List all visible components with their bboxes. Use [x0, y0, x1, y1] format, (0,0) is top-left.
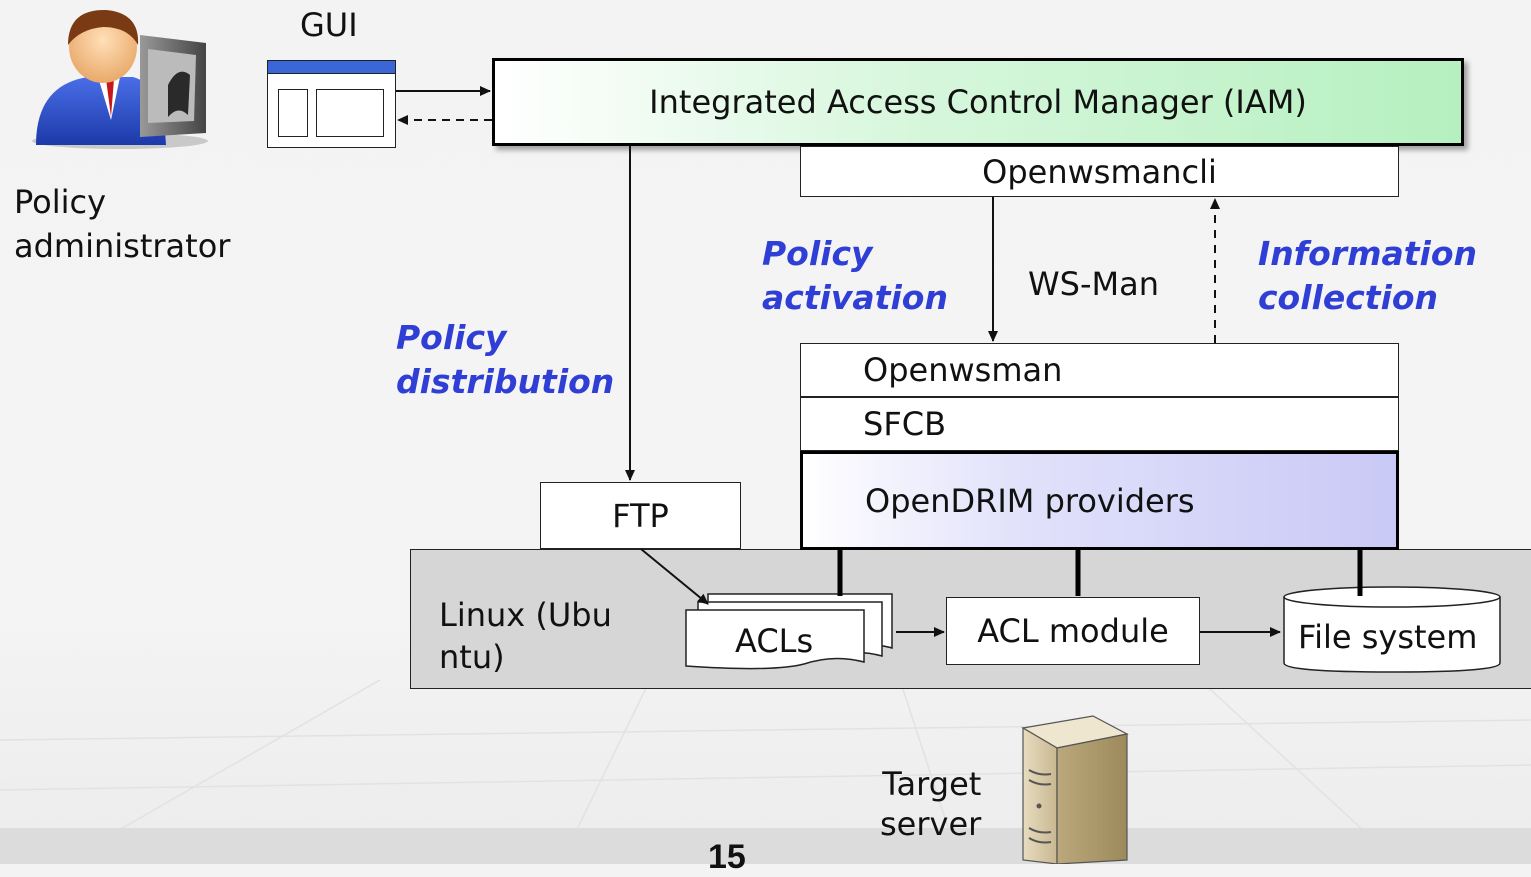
policy-activation-line2: activation: [762, 278, 948, 317]
policy-distribution-line2: distribution: [396, 362, 615, 401]
target-server-line1: Target: [882, 765, 982, 803]
acl-module-label: ACL module: [977, 612, 1169, 650]
linux-label: Linux (Ubu ntu): [439, 594, 612, 678]
ftp-to-acls-arrow: [640, 548, 709, 605]
page-number: 15: [708, 838, 746, 876]
sfcb-box: SFCB: [800, 397, 1399, 451]
policy-distribution-label: Policy distribution: [396, 316, 614, 404]
openwsman-box: Openwsman: [800, 343, 1399, 397]
acls-label: ACLs: [735, 622, 814, 660]
target-server-label: Target server: [880, 764, 981, 844]
footer-band: [0, 828, 1531, 864]
acl-module-box: ACL module: [946, 597, 1200, 665]
acls-documents-icon: [685, 593, 893, 670]
linux-label-line2: ntu): [439, 638, 505, 676]
ftp-box: FTP: [540, 482, 741, 549]
gui-label: GUI: [300, 6, 358, 44]
iam-label: Integrated Access Control Manager (IAM): [649, 83, 1307, 121]
administrator-label: Policy administrator: [14, 180, 230, 268]
openwsmancli-label: Openwsmancli: [982, 152, 1217, 191]
iam-box: Integrated Access Control Manager (IAM): [492, 58, 1464, 146]
administrator-label-line2: administrator: [14, 227, 231, 265]
file-system-cylinder-icon: [1283, 586, 1501, 673]
sfcb-label: SFCB: [863, 405, 947, 443]
information-collection-line1: Information: [1258, 234, 1477, 273]
openwsman-label: Openwsman: [863, 351, 1063, 389]
file-system-label: File system: [1298, 618, 1478, 656]
opendrim-label: OpenDRIM providers: [865, 481, 1195, 520]
opendrim-box: OpenDRIM providers: [800, 451, 1399, 550]
information-collection-label: Information collection: [1258, 232, 1477, 320]
target-server-line2: server: [880, 805, 982, 843]
administrator-person-icon: [32, 9, 208, 149]
information-collection-line2: collection: [1258, 278, 1439, 317]
policy-distribution-line1: Policy: [396, 318, 507, 357]
policy-activation-label: Policy activation: [762, 232, 948, 320]
gui-window-icon: [267, 60, 396, 148]
background-floor-lines: [0, 680, 1531, 864]
ftp-label: FTP: [612, 496, 669, 535]
policy-activation-line1: Policy: [762, 234, 873, 273]
server-tower-icon: [1021, 715, 1129, 864]
ws-man-label: WS-Man: [1028, 265, 1159, 303]
administrator-label-line1: Policy: [14, 183, 107, 221]
linux-label-line1: Linux (Ubu: [439, 596, 612, 634]
openwsmancli-box: Openwsmancli: [800, 146, 1399, 197]
